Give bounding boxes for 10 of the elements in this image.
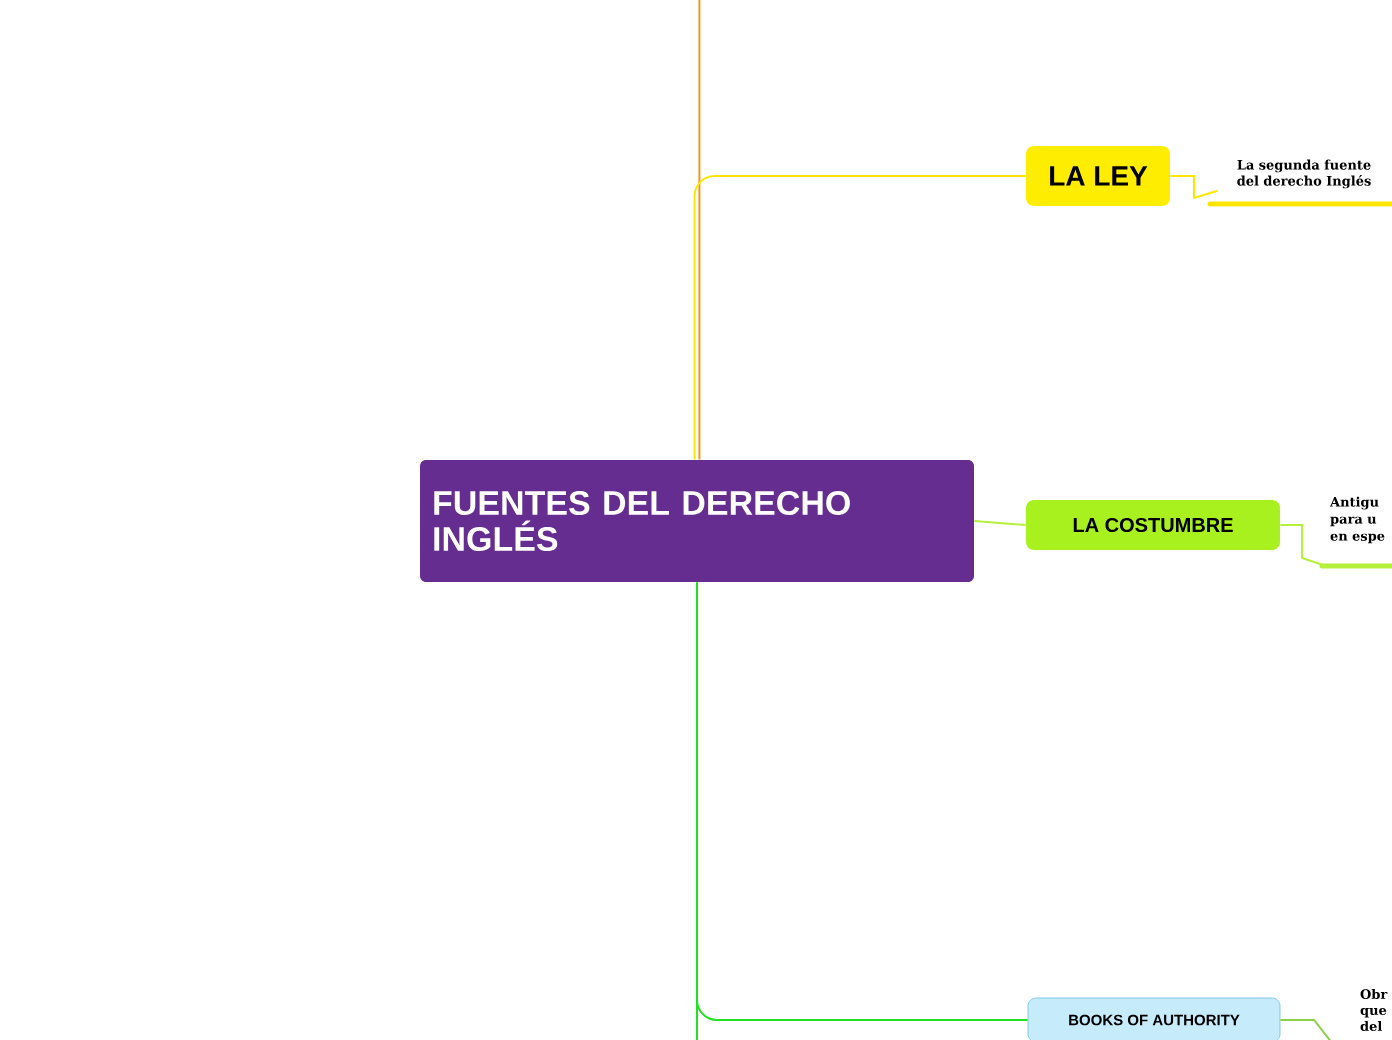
- connector: [696, 581, 698, 1040]
- connector: [1279, 1019, 1337, 1040]
- branch-box: LA LEY: [1026, 146, 1170, 206]
- connector: [698, 0, 701, 461]
- connector: [1169, 175, 1219, 200]
- branch-box: LA COSTUMBRE: [1026, 500, 1280, 550]
- topic-box: FUENTES DEL DERECHO INGLÉS: [420, 460, 974, 582]
- connector: [1279, 524, 1327, 567]
- connector: [693, 175, 1027, 461]
- connector: [973, 520, 1027, 526]
